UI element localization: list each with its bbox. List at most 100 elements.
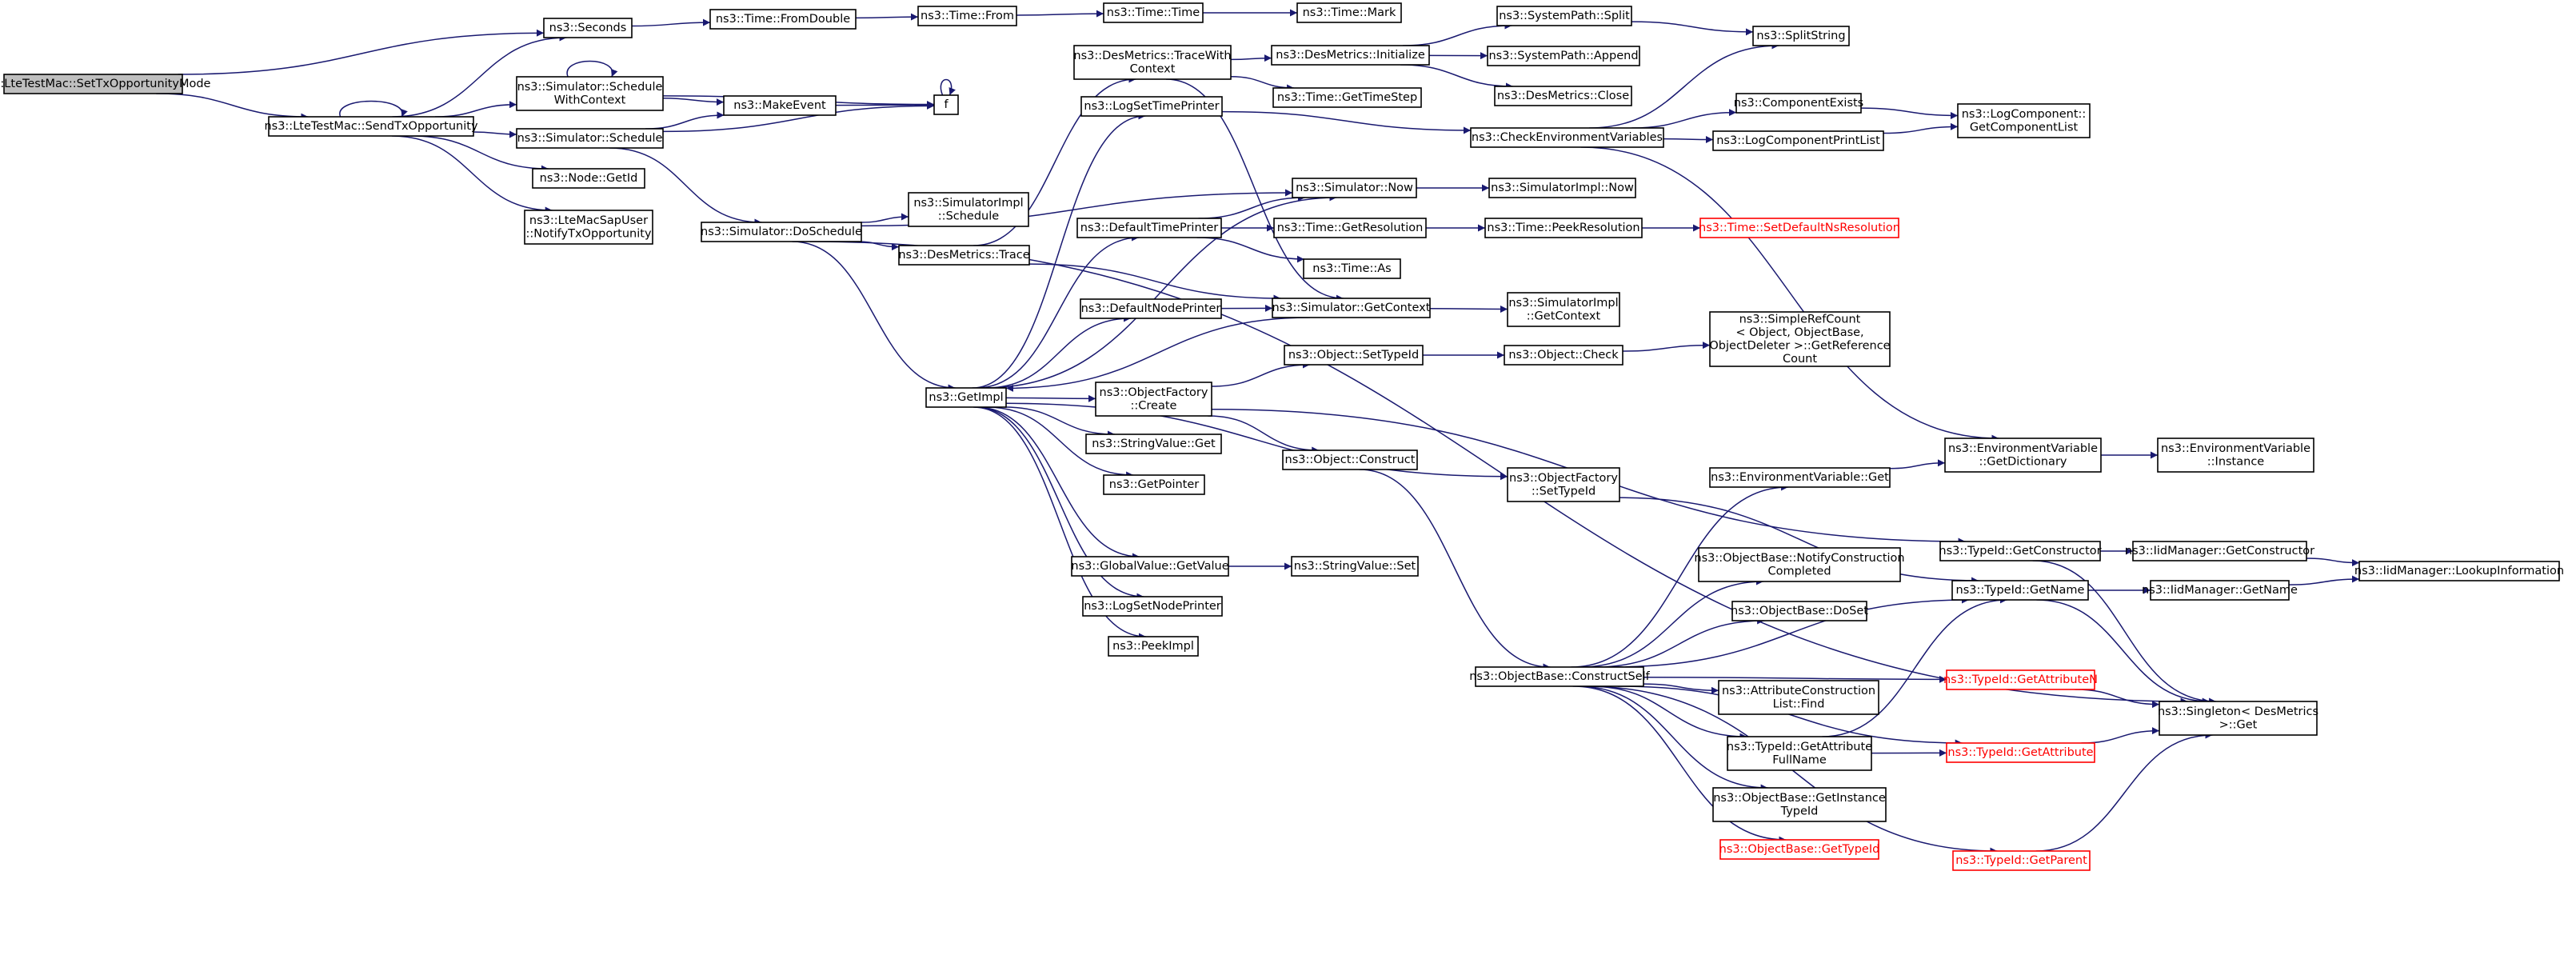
node-peekres[interactable]: ns3::Time::PeekResolution <box>1484 218 1643 238</box>
node-sendtx[interactable]: ns3::LteTestMac::SendTxOpportunity <box>264 116 478 137</box>
edge-objcheck-to-simplerefcount <box>1622 342 1711 352</box>
edge-getimpl-to-objfactsettid <box>1005 402 1508 481</box>
node-trace[interactable]: ns3::DesMetrics::Trace <box>898 245 1030 266</box>
node-checkenv[interactable]: ns3::CheckEnvironmentVariables <box>1470 127 1664 148</box>
node-box <box>1296 2 1402 23</box>
node-makeevent[interactable]: ns3::MakeEvent <box>723 95 837 116</box>
node-setdefres[interactable]: ns3::Time::SetDefaultNsResolution <box>1699 218 1900 238</box>
node-box <box>1494 86 1632 106</box>
node-logsetnode[interactable]: ns3::LogSetNodePrinter <box>1082 596 1223 617</box>
node-implgetctx[interactable]: ns3::SimulatorImpl::GetContext <box>1507 292 1620 327</box>
node-timeas[interactable]: ns3::Time::As <box>1303 258 1401 279</box>
node-getresolution[interactable]: ns3::Time::GetResolution <box>1273 218 1427 238</box>
node-typegetattr[interactable]: ns3::TypeId::GetAttribute <box>1946 742 2095 763</box>
node-objcheck[interactable]: ns3::Object::Check <box>1504 345 1623 366</box>
node-objsettypeid[interactable]: ns3::Object::SetTypeId <box>1284 345 1424 366</box>
node-desclose[interactable]: ns3::DesMetrics::Close <box>1494 86 1632 106</box>
node-implnow[interactable]: ns3::SimulatorImpl::Now <box>1488 178 1636 198</box>
edge-desinit-to-desclose <box>1400 64 1513 90</box>
node-splitstring[interactable]: ns3::SplitString <box>1752 26 1850 46</box>
edge-sendtx-to-notifytx <box>391 135 553 214</box>
node-envgetdict[interactable]: ns3::EnvironmentVariable::GetDictionary <box>1944 438 2102 473</box>
node-label: ::GetContext <box>1527 310 1601 322</box>
node-box <box>1103 2 1204 23</box>
node-typegetconstructor[interactable]: ns3::TypeId::GetConstructor <box>1939 541 2102 561</box>
edge-constructself-to-objbasegettid <box>1572 685 1787 844</box>
node-timetime[interactable]: ns3::Time::Time <box>1103 2 1204 23</box>
node-typegetparent[interactable]: ns3::TypeId::GetParent <box>1952 850 2091 871</box>
node-getid[interactable]: ns3::Node::GetId <box>532 168 645 189</box>
node-label: ns3::CheckEnvironmentVariables <box>1472 131 1663 144</box>
node-getpointer[interactable]: ns3::GetPointer <box>1103 474 1205 495</box>
node-notifyconstr[interactable]: ns3::ObjectBase::NotifyConstructionCompl… <box>1694 547 1905 582</box>
node-objfactcreate[interactable]: ns3::ObjectFactory::Create <box>1095 382 1212 417</box>
node-f[interactable]: f <box>933 94 959 115</box>
node-logcompgetlist[interactable]: ns3::LogComponent::GetComponentList <box>1957 103 2091 138</box>
node-peekimpl[interactable]: ns3::PeekImpl <box>1108 636 1199 657</box>
node-label: ns3::IidManager::GetConstructor <box>2125 545 2314 557</box>
node-simnow[interactable]: ns3::Simulator::Now <box>1292 178 1417 198</box>
node-typegetattrn[interactable]: ns3::TypeId::GetAttributeN <box>1943 669 2098 690</box>
node-desinit[interactable]: ns3::DesMetrics::Initialize <box>1271 45 1430 66</box>
node-iidgetconstructor[interactable]: ns3::IidManager::GetConstructor <box>2125 541 2314 561</box>
node-label: ns3::TypeId::GetConstructor <box>1939 545 2101 557</box>
node-singletonget[interactable]: ns3::Singleton< DesMetrics>::Get <box>2158 701 2318 736</box>
node-seconds[interactable]: ns3::Seconds <box>543 18 633 38</box>
edge-logsettime-to-checkenv <box>1221 110 1472 134</box>
node-defnodeprinter[interactable]: ns3::DefaultNodePrinter <box>1080 298 1222 319</box>
node-logcompprint[interactable]: ns3::LogComponentPrintList <box>1712 130 1884 151</box>
node-label: ns3::EnvironmentVariable::Get <box>1711 471 1889 484</box>
node-box <box>1944 438 2102 473</box>
node-notifytx[interactable]: ns3::LteMacSapUser::NotifyTxOpportunity <box>524 210 653 245</box>
node-label: ns3::EnvironmentVariable <box>2161 442 2310 455</box>
node-objconstruct[interactable]: ns3::Object::Construct <box>1282 450 1418 470</box>
node-label: ::GetDictionary <box>1979 455 2067 468</box>
node-schedule[interactable]: ns3::Simulator::Schedule <box>516 128 664 149</box>
node-syssplit[interactable]: ns3::SystemPath::Split <box>1496 6 1632 26</box>
node-sysappend[interactable]: ns3::SystemPath::Append <box>1487 46 1640 66</box>
edge-logcompprint-to-logcompgetlist <box>1883 122 1959 134</box>
node-getimpl[interactable]: ns3::GetImpl <box>925 387 1007 408</box>
node-objbasegettid[interactable]: ns3::ObjectBase::GetTypeId <box>1719 839 1880 860</box>
node-envvarget[interactable]: ns3::EnvironmentVariable::Get <box>1709 467 1891 488</box>
node-label: ::Create <box>1131 399 1177 412</box>
node-box <box>1718 680 1879 715</box>
node-label: ObjectDeleter >::GetReference <box>1709 339 1890 352</box>
node-box <box>1103 474 1205 495</box>
node-box <box>1507 467 1620 502</box>
node-mark[interactable]: ns3::Time::Mark <box>1296 2 1402 23</box>
node-gettimestep[interactable]: ns3::Time::GetTimeStep <box>1272 87 1422 108</box>
node-implschedule[interactable]: ns3::SimulatorImpl::Schedule <box>908 192 1029 227</box>
node-iidgetname[interactable]: ns3::IidManager::GetName <box>2142 580 2298 601</box>
edge-deftimeprinter-to-simnow <box>1198 194 1305 219</box>
node-compexists[interactable]: ns3::ComponentExists <box>1734 93 1864 114</box>
node-constructself[interactable]: ns3::ObjectBase::ConstructSelf <box>1469 666 1651 687</box>
node-doschedule[interactable]: ns3::Simulator::DoSchedule <box>701 222 862 242</box>
node-fromdouble[interactable]: ns3::Time::FromDouble <box>709 9 857 30</box>
node-from[interactable]: ns3::Time::From <box>917 6 1017 26</box>
node-logsettime[interactable]: ns3::LogSetTimePrinter <box>1080 96 1223 117</box>
node-objfactsettid[interactable]: ns3::ObjectFactory::SetTypeId <box>1507 467 1620 502</box>
node-deftimeprinter[interactable]: ns3::DefaultTimePrinter <box>1076 218 1222 238</box>
node-typegetname[interactable]: ns3::TypeId::GetName <box>1951 580 2089 601</box>
node-label: ::NotifyTxOpportunity <box>525 227 652 240</box>
node-doset[interactable]: ns3::ObjectBase::DoSet <box>1731 601 1868 621</box>
node-globalget[interactable]: ns3::GlobalValue::GetValue <box>1071 556 1229 577</box>
node-envinstance[interactable]: ns3::EnvironmentVariable::Instance <box>2157 438 2314 473</box>
node-label: ns3::Simulator::Schedule <box>517 81 663 94</box>
node-stringvalset[interactable]: ns3::StringValue::Set <box>1291 556 1419 577</box>
node-box <box>1488 178 1636 198</box>
edge-getattrfullname-to-typegetname <box>1822 596 2007 737</box>
node-root[interactable]: ns3::LteTestMac::SetTxOpportunityMode <box>0 74 211 94</box>
node-iidlookup[interactable]: ns3::IidManager::LookupInformation <box>2354 561 2564 581</box>
node-simplerefcount[interactable]: ns3::SimpleRefCount< Object, ObjectBase,… <box>1709 311 1891 367</box>
node-simgetctx[interactable]: ns3::Simulator::GetContext <box>1272 298 1431 318</box>
node-label: ns3::LogSetNodePrinter <box>1084 600 1221 613</box>
node-stringvalget[interactable]: ns3::StringValue::Get <box>1085 434 1222 454</box>
edge-sendtx-to-schedwctx <box>435 101 517 118</box>
